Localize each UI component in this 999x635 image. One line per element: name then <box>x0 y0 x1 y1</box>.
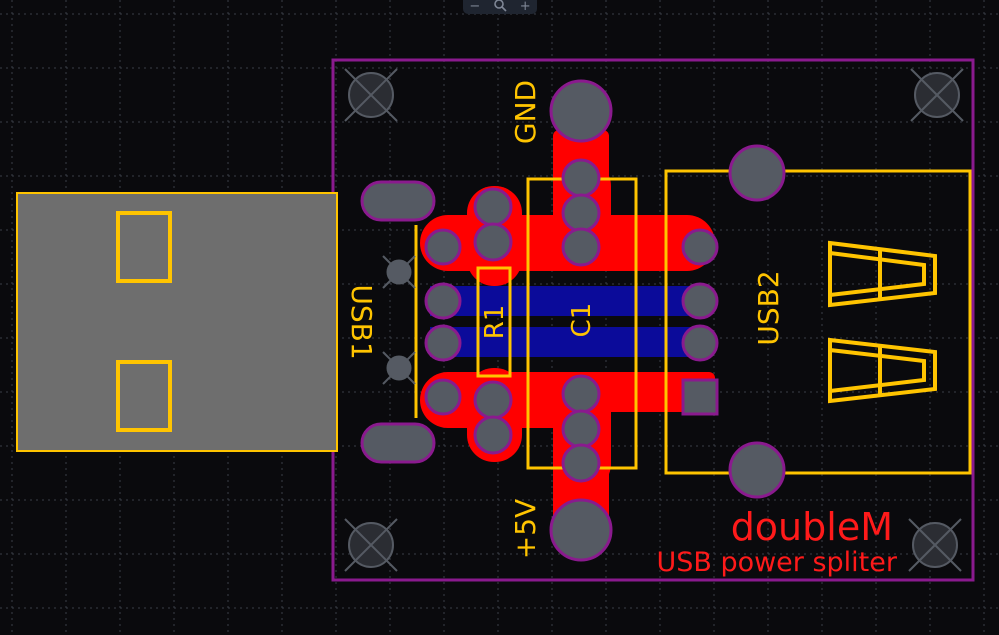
vcc-terminal-pad[interactable] <box>549 498 613 562</box>
zoom-out-button[interactable]: − <box>469 0 481 14</box>
label-usb1: USB1 <box>345 284 378 359</box>
c1-pad-top-2[interactable] <box>561 193 601 233</box>
board-outline[interactable] <box>331 58 975 582</box>
usb1-shield-pad-top[interactable] <box>360 180 436 222</box>
r1-pad-bottom-b[interactable] <box>473 415 513 455</box>
c1-pad-bottom-2[interactable] <box>561 409 601 449</box>
usb2-pin-4[interactable] <box>681 378 719 416</box>
magnifier-icon[interactable] <box>493 0 507 15</box>
usb1-pin-4[interactable] <box>424 378 462 416</box>
usb2-pin-3[interactable] <box>681 324 719 362</box>
usb1-contact-window-top <box>116 211 172 283</box>
mounting-hole-bottom-right[interactable] <box>908 518 962 572</box>
usb2-shield-pad-bottom[interactable] <box>728 441 786 499</box>
usb1-locating-hole-top-cross <box>382 255 416 289</box>
c1-pad-top-3[interactable] <box>561 227 601 267</box>
usb1-plug-body[interactable] <box>16 192 338 452</box>
usb1-pin-3[interactable] <box>424 324 462 362</box>
label-c1: C1 <box>567 303 597 338</box>
c1-pad-bottom-3[interactable] <box>561 443 601 483</box>
zoom-in-button[interactable]: + <box>519 0 531 14</box>
usb2-outline <box>664 169 972 475</box>
label-gnd: GND <box>509 80 542 144</box>
pads[interactable] <box>360 79 786 562</box>
bottom-trace-data-minus[interactable] <box>430 327 708 357</box>
usb2-shield-pad-top[interactable] <box>728 144 786 202</box>
mounting-hole-top-left[interactable] <box>344 68 398 122</box>
board-title: doubleM <box>731 505 893 549</box>
r1-outline <box>476 266 512 378</box>
label-r1: R1 <box>480 305 510 340</box>
usb1-shield-pad-bottom[interactable] <box>360 422 436 464</box>
mounting-hole-bottom-left[interactable] <box>344 518 398 572</box>
usb2-pin-1[interactable] <box>681 228 719 266</box>
label-usb2: USB2 <box>752 270 785 345</box>
usb1-pin-1[interactable] <box>424 228 462 266</box>
gnd-terminal-pad[interactable] <box>549 79 613 143</box>
c1-pad-bottom-1[interactable] <box>561 374 601 414</box>
c1-pad-top-1[interactable] <box>561 158 601 198</box>
zoom-toolbar[interactable]: − + <box>463 0 537 14</box>
mounting-hole-top-right[interactable] <box>910 68 964 122</box>
r1-pad-top-a[interactable] <box>473 187 513 227</box>
label-vcc: +5V <box>509 499 542 559</box>
usb2-marking-aa <box>828 240 937 404</box>
r1-pad-bottom-a[interactable] <box>473 380 513 420</box>
bottom-trace-data-plus[interactable] <box>430 286 708 316</box>
r1-pad-top-b[interactable] <box>473 222 513 262</box>
usb2-pin-2[interactable] <box>681 282 719 320</box>
usb1-locating-hole-bottom-cross <box>382 351 416 385</box>
usb1-contact-window-bottom <box>116 360 172 432</box>
usb1-pin-2[interactable] <box>424 282 462 320</box>
board-subtitle: USB power spliter <box>656 547 897 578</box>
